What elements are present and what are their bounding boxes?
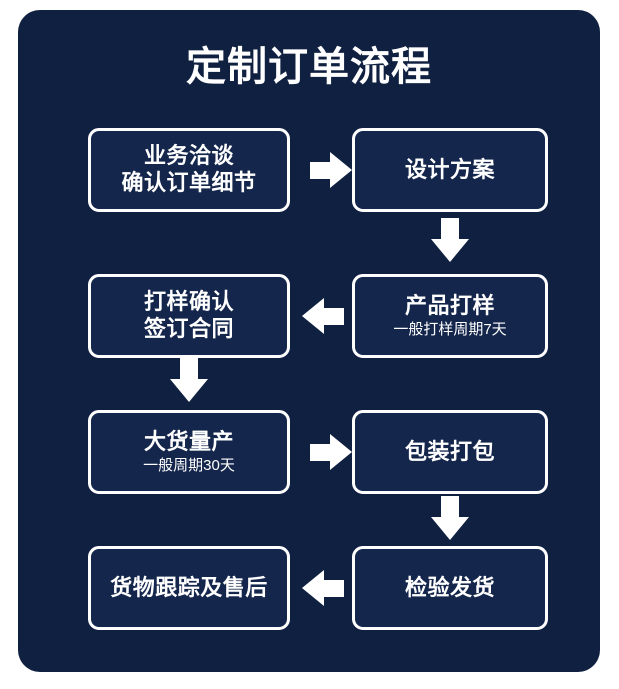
arrow-shaft: [441, 218, 459, 240]
node-title: 业务洽谈 确认订单细节: [121, 143, 257, 195]
node-goods-tracking-aftersales[interactable]: 货物跟踪及售后: [88, 546, 290, 630]
arrow-right-icon-5: [310, 434, 352, 471]
arrow-head: [330, 434, 352, 470]
arrow-down-icon-6: [431, 496, 469, 540]
arrow-shaft: [323, 580, 344, 597]
arrow-shaft: [323, 308, 344, 325]
arrow-head: [431, 239, 469, 262]
arrow-left-icon-7: [302, 570, 344, 607]
flowchart-panel: 定制订单流程 业务洽谈 确认订单细节 设计方案 打样确认 签订合同 产品打样 一…: [18, 10, 600, 672]
node-packing[interactable]: 包装打包: [352, 410, 548, 494]
node-inspection-shipment[interactable]: 检验发货: [352, 546, 548, 630]
node-design-plan[interactable]: 设计方案: [352, 128, 548, 212]
arrow-head: [431, 517, 469, 540]
node-title: 包装打包: [404, 438, 495, 464]
page-title: 定制订单流程: [186, 45, 432, 89]
arrow-head: [330, 152, 352, 188]
node-title: 货物跟踪及售后: [110, 574, 268, 600]
arrow-shaft: [310, 444, 331, 461]
arrow-head: [302, 298, 324, 334]
node-title: 打样确认 签订合同: [143, 289, 234, 341]
node-product-sampling[interactable]: 产品打样 一般打样周期7天: [352, 274, 548, 358]
arrow-down-icon-4: [170, 358, 208, 402]
arrow-shaft: [180, 358, 198, 380]
node-title: 检验发货: [404, 574, 495, 600]
arrow-down-icon-2: [431, 218, 469, 262]
arrow-left-icon-3: [302, 298, 344, 335]
node-subtitle: 一般周期30天: [143, 456, 235, 474]
node-title: 设计方案: [404, 156, 495, 182]
arrow-head: [170, 379, 208, 402]
node-bulk-production[interactable]: 大货量产 一般周期30天: [88, 410, 290, 494]
node-sample-confirm[interactable]: 打样确认 签订合同: [88, 274, 290, 358]
node-subtitle: 一般打样周期7天: [393, 320, 507, 338]
arrow-shaft: [441, 496, 459, 518]
node-title: 大货量产: [143, 429, 234, 455]
node-business-negotiation[interactable]: 业务洽谈 确认订单细节: [88, 128, 290, 212]
arrow-right-icon-1: [310, 152, 352, 189]
node-title: 产品打样: [404, 293, 495, 319]
arrow-shaft: [310, 162, 331, 179]
arrow-head: [302, 570, 324, 606]
